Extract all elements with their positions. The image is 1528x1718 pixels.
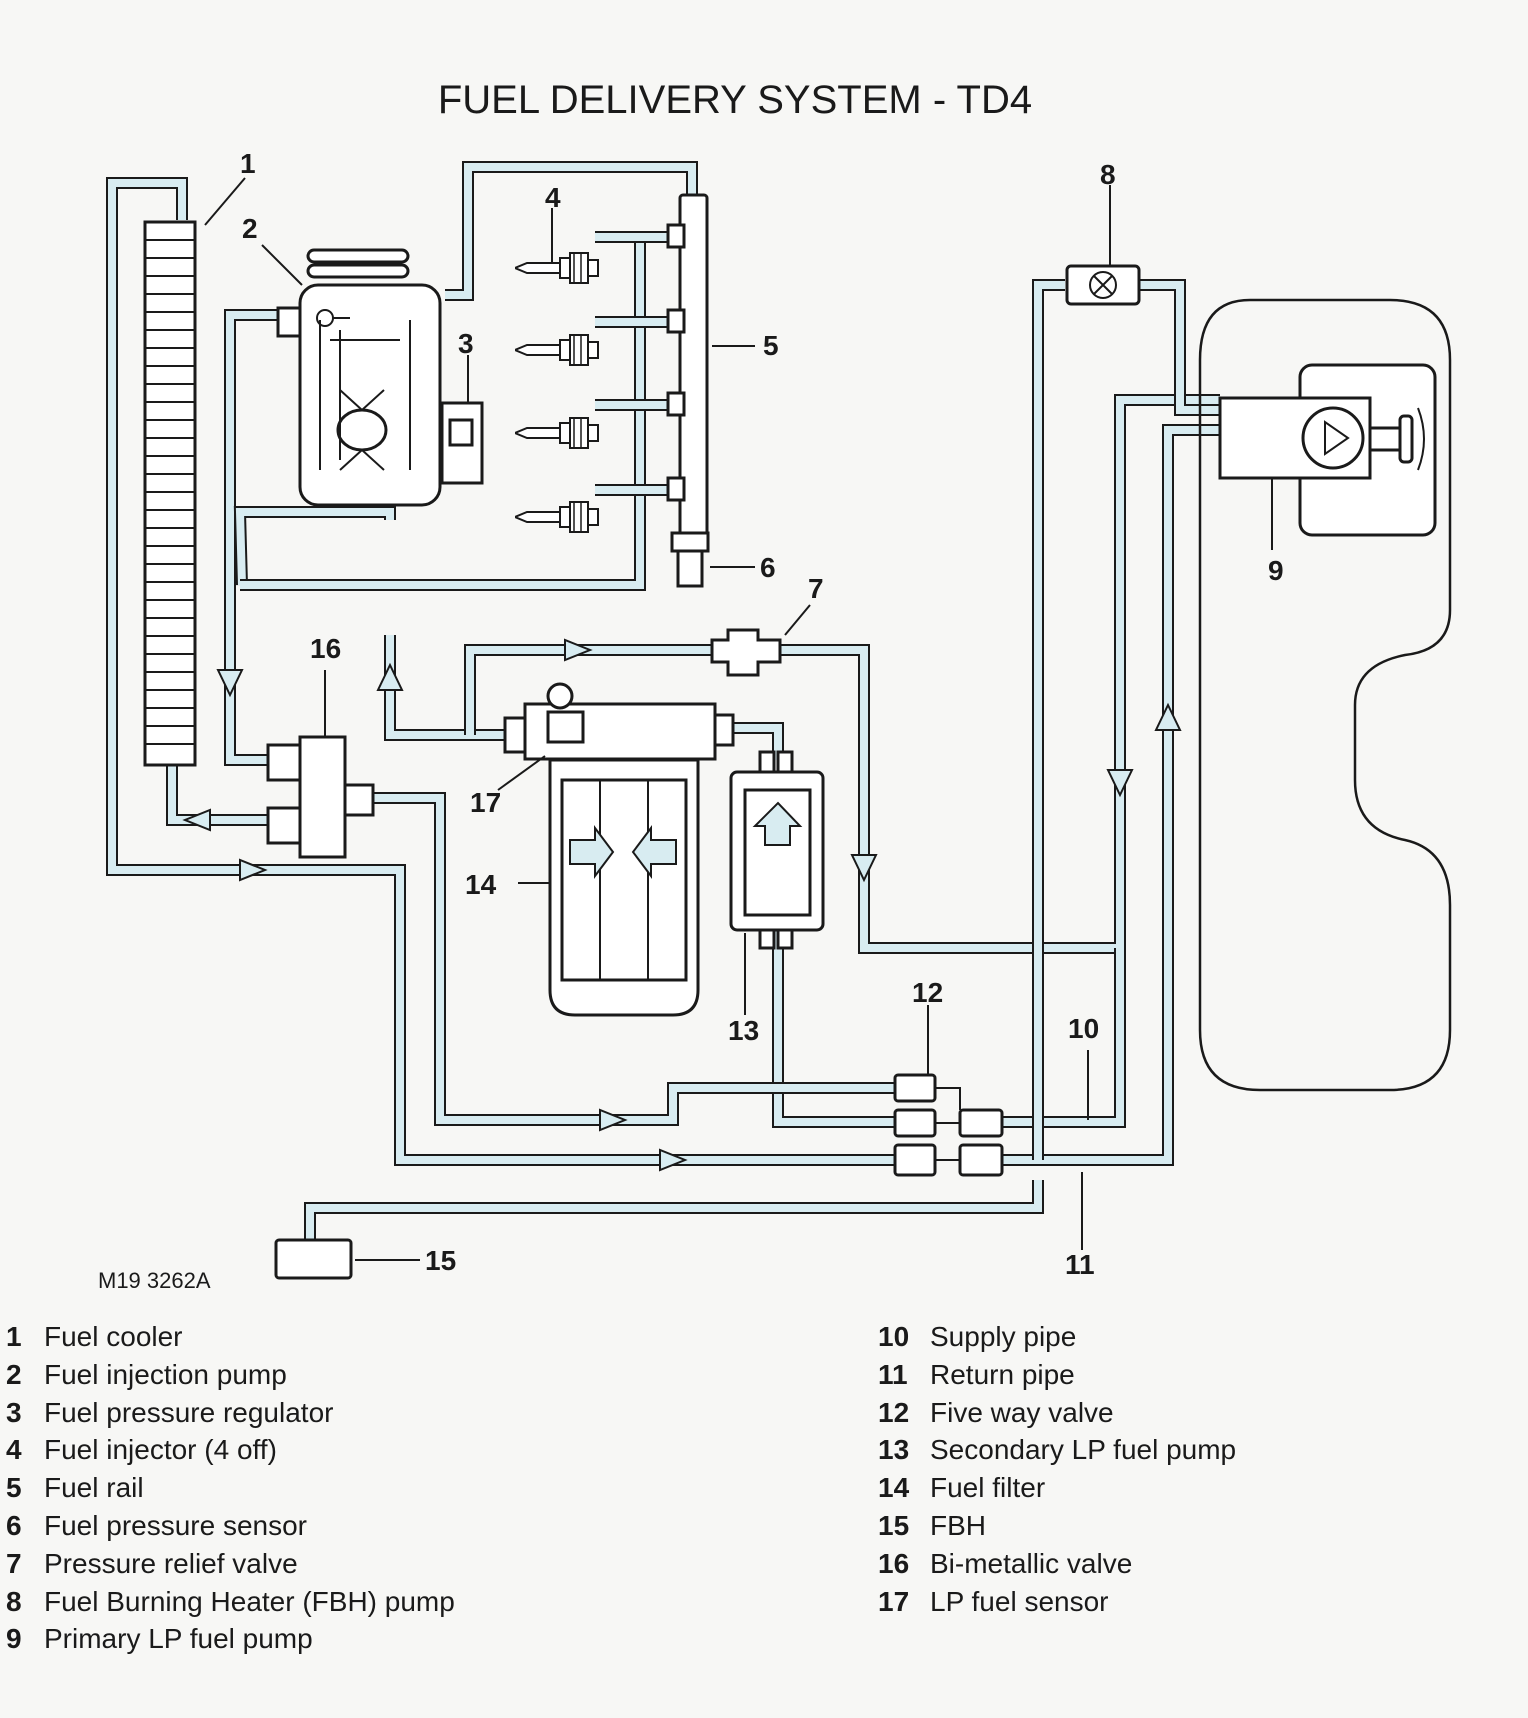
legend-label: Primary LP fuel pump [44,1623,313,1655]
fbh-pump [1065,264,1141,306]
primary-lp-fuel-pump [1218,363,1437,537]
legend-label: Fuel injection pump [44,1358,287,1390]
fuel-pressure-sensor [670,531,710,588]
fuel-injector-1 [515,252,599,284]
callout-16: 16 [310,633,341,664]
legend-label: FBH [930,1509,986,1541]
legend-item: 4 Fuel injector (4 off) [6,1431,455,1469]
legend-label: Fuel injector (4 off) [44,1434,277,1466]
legend-item: 9 Primary LP fuel pump [6,1620,455,1658]
legend-label: Return pipe [930,1358,1075,1390]
fuel-injector-3 [515,417,599,449]
legend-label: Bi-metallic valve [930,1547,1133,1579]
legend-item: 8 Fuel Burning Heater (FBH) pump [6,1583,455,1621]
callout-17: 17 [470,787,501,818]
fuel-injectors [515,252,599,533]
fuel-tank [1198,298,1452,1092]
legend-label: Fuel Burning Heater (FBH) pump [44,1585,455,1617]
legend-item: 2 Fuel injection pump [6,1356,455,1394]
callout-labels: 1 2 3 4 5 6 7 8 9 10 11 12 13 14 15 16 1… [240,148,1284,1280]
callout-15: 15 [425,1245,456,1276]
legend-number: 7 [6,1547,22,1579]
callout-4: 4 [545,182,561,213]
legend-number: 14 [878,1472,910,1504]
fuel-injector-4 [515,501,599,533]
legend-item: 5 Fuel rail [6,1469,455,1507]
fuel-system-diagram: .pipe-o { fill: none; stroke: #1a1a1a; s… [98,78,1452,1293]
legend-number: 11 [878,1358,908,1390]
fuel-cooler-fins [145,239,195,745]
legend-item: 16 Bi-metallic valve [878,1545,1236,1583]
fuel-injection-pump [276,248,442,507]
callout-6: 6 [760,552,776,583]
legend-label: LP fuel sensor [930,1585,1109,1617]
callout-14: 14 [465,869,497,900]
legend-item: 12 Five way valve [878,1394,1236,1432]
legend-number: 15 [878,1509,910,1541]
legend-label: Fuel pressure regulator [44,1396,334,1428]
bi-metallic-valve [266,735,375,859]
legend-label: Fuel rail [44,1472,144,1504]
fuel-pipes [106,161,1220,1240]
legend-number: 17 [878,1585,910,1617]
callout-12: 12 [912,977,943,1008]
legend-number: 5 [6,1472,22,1504]
secondary-lp-fuel-pump [729,750,825,950]
legend-item: 1 Fuel cooler [6,1318,455,1356]
legend-label: Five way valve [930,1396,1114,1428]
legend-item: 14 Fuel filter [878,1469,1236,1507]
callout-7: 7 [808,573,824,604]
callout-1: 1 [240,148,256,179]
callout-10: 10 [1068,1013,1099,1044]
callout-8: 8 [1100,159,1116,190]
legend-number: 3 [6,1396,22,1428]
callout-9: 9 [1268,555,1284,586]
legend-label: Supply pipe [930,1321,1077,1352]
legend-item: 15 FBH [878,1507,1236,1545]
callout-11: 11 [1065,1249,1095,1280]
legend-item: 17 LP fuel sensor [878,1583,1236,1621]
callout-13: 13 [728,1015,759,1046]
fuel-filter [548,758,700,1017]
legend-number: 9 [6,1623,22,1655]
legend-number: 1 [6,1321,22,1352]
callout-5: 5 [763,330,779,361]
pressure-relief-valve [710,628,782,677]
legend-number: 8 [6,1585,22,1617]
legend-item: 13 Secondary LP fuel pump [878,1431,1236,1469]
legend-number: 13 [878,1434,910,1466]
fbh [274,1238,353,1280]
callout-2: 2 [242,213,258,244]
legend-right: 10 Supply pipe 11 Return pipe 12 Five way v… [878,1318,1236,1620]
legend-number: 6 [6,1509,22,1541]
callout-3: 3 [458,328,474,359]
diagram-title: FUEL DELIVERY SYSTEM - TD4 [438,78,1032,122]
fuel-cooler [143,220,197,767]
fuel-injector-2 [515,334,599,366]
legend-number: 2 [6,1358,22,1390]
legend-item: 3 Fuel pressure regulator [6,1394,455,1432]
fuel-pressure-regulator [440,401,484,485]
flow-arrows [182,638,1182,1172]
legend-item: 6 Fuel pressure sensor [6,1507,455,1545]
legend-label: Fuel cooler [44,1321,183,1352]
legend-number: 4 [6,1434,22,1466]
legend-label: Fuel filter [930,1472,1046,1504]
leader-lines [204,177,1273,1261]
figure-code: M19 3262A [98,1268,211,1293]
legend-label: Pressure relief valve [44,1547,298,1579]
legend-number: 12 [878,1396,910,1428]
legend-label: Secondary LP fuel pump [930,1434,1237,1466]
legend-label: Fuel pressure sensor [44,1509,308,1541]
fuel-rail [666,193,709,537]
lp-fuel-sensor [503,682,735,761]
legend-number: 16 [878,1547,910,1579]
legend-item: 7 Pressure relief valve [6,1545,455,1583]
legend-item: 10 Supply pipe [878,1318,1236,1356]
five-way-valve [893,1073,1004,1177]
legend-number: 10 [878,1321,910,1352]
legend-item: 11 Return pipe [878,1356,1236,1394]
